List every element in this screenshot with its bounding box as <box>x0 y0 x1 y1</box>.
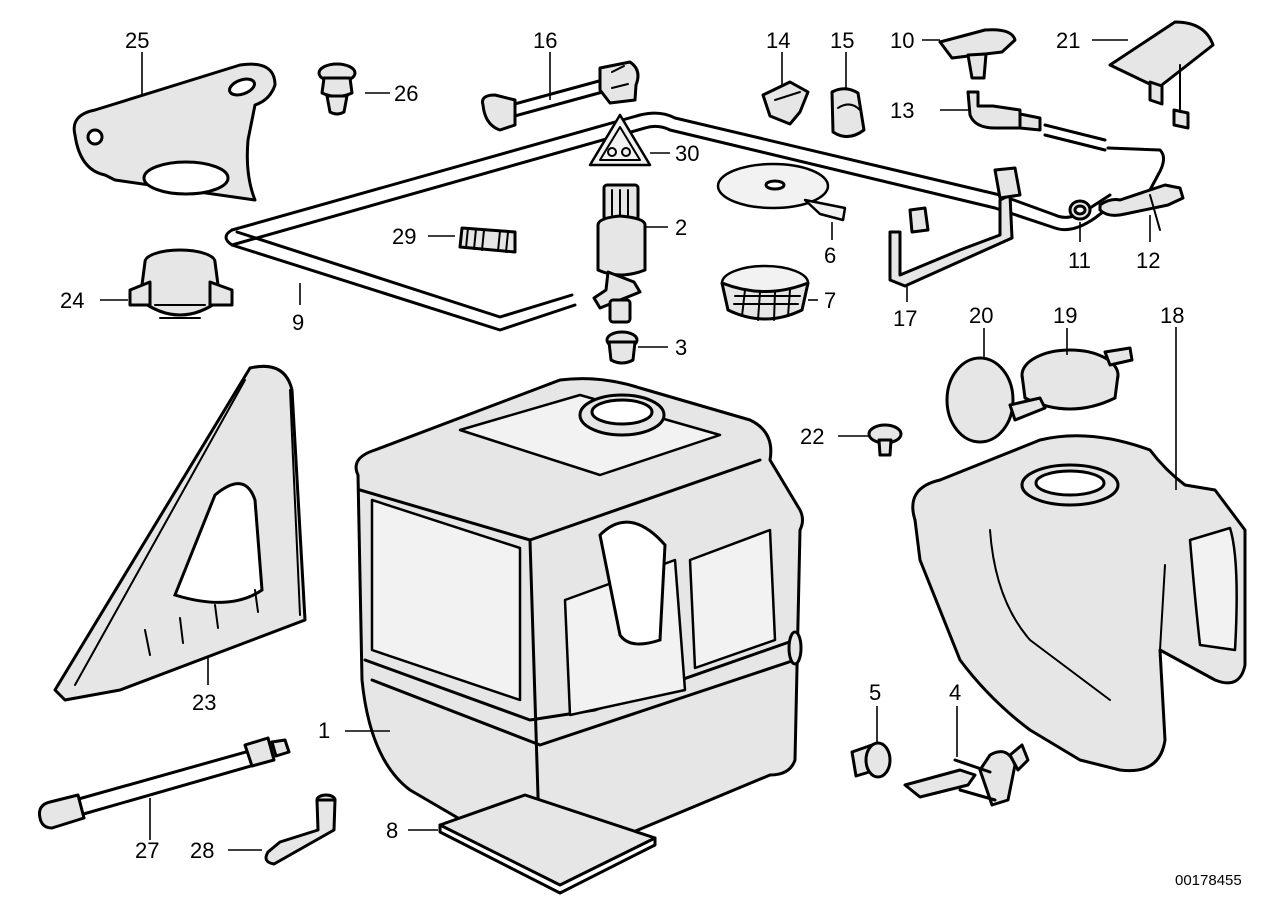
part-30-warning-label <box>588 113 652 167</box>
part-5-grommet <box>850 741 892 779</box>
part-18-reservoir <box>911 434 1247 773</box>
part-13-connector <box>966 90 1107 152</box>
label-part-29: 29 <box>392 224 416 249</box>
part-27-rod <box>38 736 291 830</box>
part-17-bracket <box>888 166 1022 288</box>
part-29-connector <box>458 226 517 254</box>
label-part-22: 22 <box>800 424 824 449</box>
label-part-10: 10 <box>890 28 914 53</box>
label-part-20: 20 <box>969 303 993 328</box>
label-part-16: 16 <box>533 28 557 53</box>
part-21-nozzle <box>1108 20 1215 130</box>
part-8-pad <box>438 793 657 895</box>
part-12-connector <box>1098 183 1185 231</box>
label-part-7: 7 <box>824 288 836 313</box>
part-10-nozzle <box>938 28 1017 80</box>
label-part-27: 27 <box>135 838 159 863</box>
label-part-11: 11 <box>1068 248 1091 273</box>
label-part-23: 23 <box>192 690 216 715</box>
part-15-clip <box>830 87 866 138</box>
part-20-cover <box>945 356 1015 444</box>
label-part-17: 17 <box>893 306 917 331</box>
part-11-clamp <box>1068 199 1092 221</box>
part-25-bracket <box>72 62 277 202</box>
part-28-elbow <box>264 793 337 866</box>
part-16-hose-clip <box>481 60 640 132</box>
label-part-8: 8 <box>386 818 398 843</box>
label-part-3: 3 <box>675 335 687 360</box>
label-part-5: 5 <box>869 680 881 705</box>
label-part-9: 9 <box>292 310 304 335</box>
part-26-rivet <box>317 62 357 116</box>
part-19-cap <box>1008 346 1134 422</box>
part-14-clip <box>761 80 810 126</box>
label-part-19: 19 <box>1053 303 1077 328</box>
label-part-14: 14 <box>766 28 790 53</box>
label-part-25: 25 <box>125 28 149 53</box>
part-23-bracket <box>53 364 307 702</box>
part-6-filter-plate <box>716 162 847 222</box>
label-part-4: 4 <box>949 680 961 705</box>
label-part-30: 30 <box>675 141 699 166</box>
label-part-13: 13 <box>890 98 914 123</box>
label-part-2: 2 <box>675 215 687 240</box>
label-part-6: 6 <box>824 243 836 268</box>
part-2-pump <box>592 183 647 324</box>
part-3-grommet <box>605 330 639 365</box>
part-22-plug <box>867 423 903 457</box>
label-part-18: 18 <box>1160 303 1184 328</box>
part-labels: 1 2 3 4 5 6 7 8 9 10 11 12 13 14 15 16 1… <box>60 28 1242 889</box>
label-part-28: 28 <box>190 838 214 863</box>
label-part-24: 24 <box>60 288 84 313</box>
part-1-tank <box>354 377 804 863</box>
part-7-strainer <box>720 264 810 321</box>
diagram-id: 00178455 <box>1175 872 1242 889</box>
part-24-cap <box>128 248 234 319</box>
part-4-level-sensor <box>903 743 1030 807</box>
label-part-15: 15 <box>830 28 854 53</box>
label-part-26: 26 <box>394 81 418 106</box>
label-part-12: 12 <box>1136 248 1160 273</box>
label-part-21: 21 <box>1056 28 1080 53</box>
label-part-1: 1 <box>318 718 330 743</box>
